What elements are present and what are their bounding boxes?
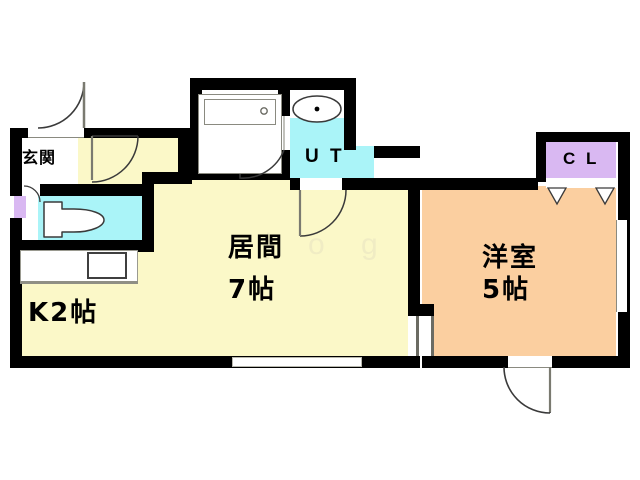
wall-left-toilet bbox=[10, 218, 22, 242]
wall-ut-right bbox=[374, 146, 420, 158]
wall-toilet-bottom bbox=[22, 240, 154, 252]
watermark: j o g bbox=[265, 228, 392, 261]
label-closet: C L bbox=[563, 149, 600, 168]
label-kitchen: K2帖 bbox=[28, 298, 99, 328]
opening-toilet-door-threshold bbox=[22, 184, 40, 196]
opening-window-bedroom-east bbox=[616, 220, 627, 312]
wall-corridor-bottom bbox=[142, 172, 192, 184]
opening-entrance-threshold bbox=[28, 128, 84, 138]
label-living-name: 居間 bbox=[228, 233, 285, 263]
wall-genkan-toilet bbox=[22, 184, 142, 196]
wall-corridor-bath-join bbox=[178, 128, 190, 180]
room-fill-ut-ext bbox=[290, 146, 374, 180]
wall-closet-left bbox=[536, 132, 546, 182]
label-genkan: 玄関 bbox=[22, 148, 57, 167]
opening-sliding-door-living-bedroom bbox=[408, 316, 434, 356]
opening-ut-door bbox=[300, 178, 342, 190]
opening-door-bedroom-south bbox=[508, 356, 552, 368]
wall-living-right bbox=[408, 178, 420, 304]
sliding-door-panel-2 bbox=[431, 316, 434, 356]
room-fill-bedroom bbox=[422, 186, 616, 358]
wall-top-left-corridor bbox=[128, 128, 190, 138]
label-bedroom-size: 5帖 bbox=[482, 275, 531, 305]
bathtub-basin bbox=[204, 99, 276, 125]
label-bedroom-name: 洋室 bbox=[482, 243, 539, 273]
room-fill-living bbox=[140, 178, 418, 356]
room-fill-closet bbox=[546, 142, 616, 178]
wall-bath-top bbox=[190, 78, 356, 90]
label-ut: U T bbox=[305, 146, 345, 167]
wall-bedroom-top-left bbox=[408, 178, 538, 190]
kitchen-sink bbox=[87, 252, 127, 279]
wall-top-genkan bbox=[10, 128, 190, 138]
room-fill-genkan bbox=[22, 136, 78, 184]
wall-toilet-right bbox=[142, 184, 154, 252]
wall-ut-top bbox=[344, 78, 356, 150]
sliding-door-panel-1 bbox=[416, 316, 419, 356]
fixture-cabinet-purple bbox=[14, 196, 26, 218]
wall-left-kitchen bbox=[10, 240, 22, 368]
closet-threshold bbox=[546, 178, 616, 188]
wall-closet-top bbox=[536, 132, 630, 142]
label-living-size: 7帖 bbox=[228, 275, 277, 305]
opening-window-living-south bbox=[232, 357, 362, 367]
kitchen-counter-edge bbox=[20, 281, 138, 284]
wall-left-genkan bbox=[10, 128, 22, 196]
